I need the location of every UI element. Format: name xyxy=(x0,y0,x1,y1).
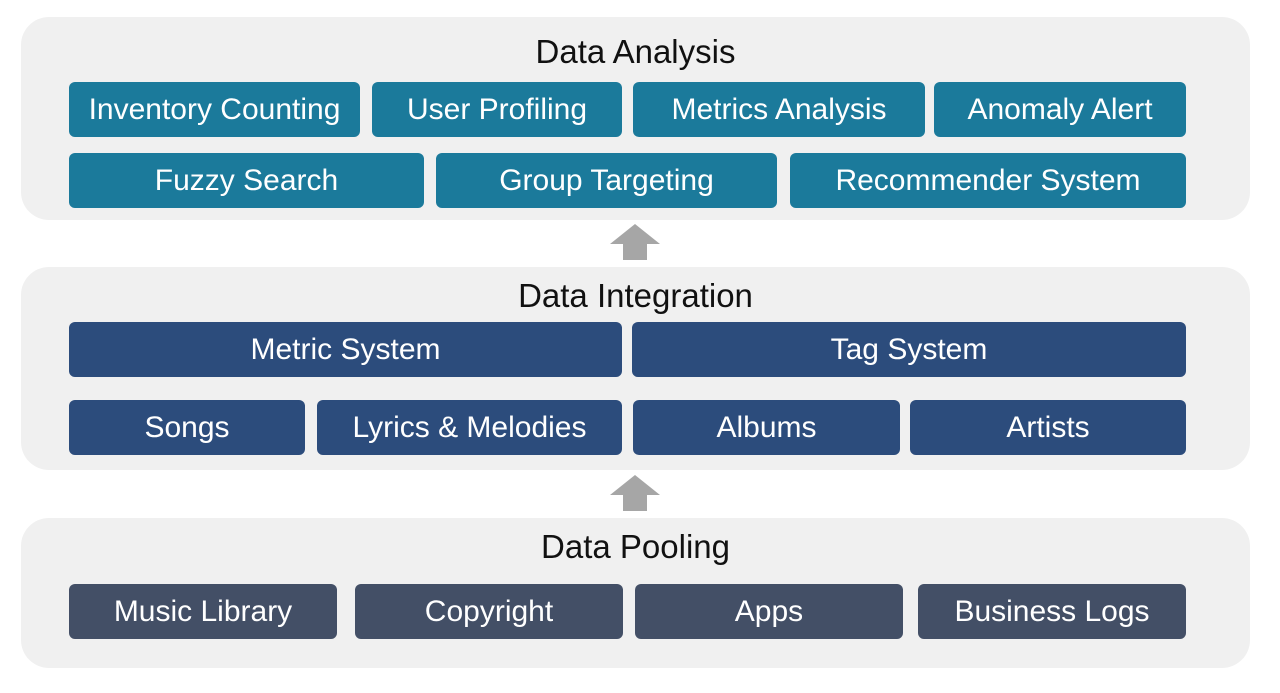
box-inventory-counting: Inventory Counting xyxy=(69,82,360,137)
data-integration-title: Data Integration xyxy=(518,277,753,314)
up-arrow-icon xyxy=(610,475,660,511)
box-user-profiling: User Profiling xyxy=(372,82,622,137)
box-lyrics-melodies: Lyrics & Melodies xyxy=(317,400,622,455)
data-pooling-title: Data Pooling xyxy=(541,528,730,565)
box-group-targeting: Group Targeting xyxy=(436,153,777,208)
box-artists: Artists xyxy=(910,400,1186,455)
box-songs: Songs xyxy=(69,400,305,455)
box-copyright: Copyright xyxy=(355,584,623,639)
box-anomaly-alert: Anomaly Alert xyxy=(934,82,1186,137)
box-metrics-analysis: Metrics Analysis xyxy=(633,82,925,137)
box-fuzzy-search: Fuzzy Search xyxy=(69,153,424,208)
box-metric-system: Metric System xyxy=(69,322,622,377)
box-tag-system: Tag System xyxy=(632,322,1186,377)
up-arrow-icon xyxy=(610,224,660,260)
box-recommender-system: Recommender System xyxy=(790,153,1186,208)
box-albums: Albums xyxy=(633,400,900,455)
data-analysis-title: Data Analysis xyxy=(535,33,736,70)
box-apps: Apps xyxy=(635,584,903,639)
box-music-library: Music Library xyxy=(69,584,337,639)
box-business-logs: Business Logs xyxy=(918,584,1186,639)
